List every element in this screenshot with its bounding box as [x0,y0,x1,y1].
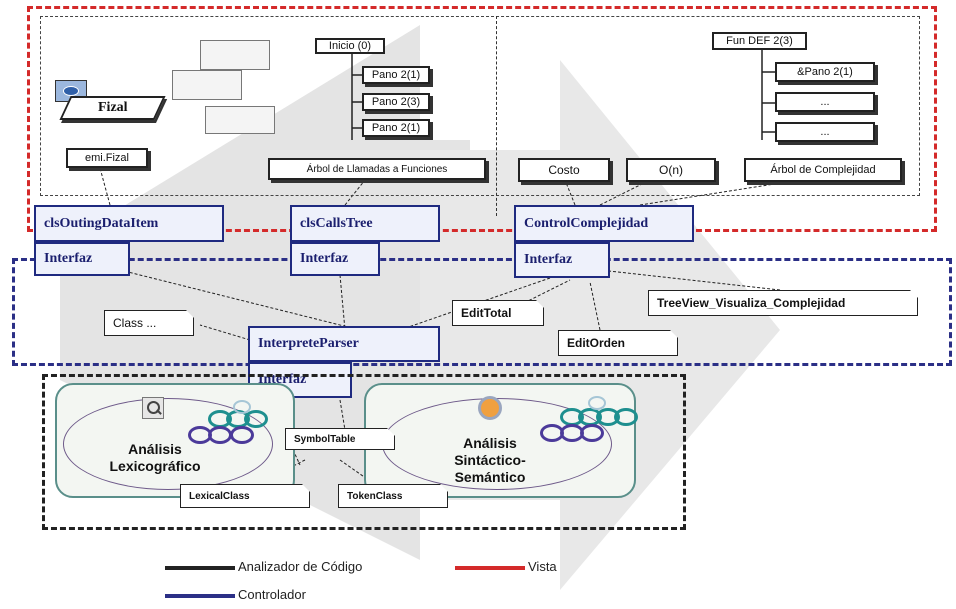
connector-line [599,269,781,291]
connector-line [519,279,571,306]
symbol-table-note: SymbolTable [285,428,395,450]
connector-line [339,399,346,431]
connector-line [99,167,111,206]
connector-line [339,274,346,331]
connector-line [199,324,251,341]
eye-icon [63,86,79,96]
tree2-root-box: Fun DEF 2(3) [712,32,807,50]
lexico-ellipse [63,398,273,490]
token-class-note: TokenClass [338,484,448,508]
emi-fizal-box: emi.Fizal [66,148,148,168]
legend-line-analizador [165,566,235,570]
edit-total-note: EditTotal [452,300,544,326]
lexical-class-note: LexicalClass [180,484,310,508]
legend-line-controlador [165,594,235,598]
cls-calls-interfaz: Interfaz [290,242,380,276]
chain-rings-icon [540,396,640,448]
lexico-title: Análisis Lexicográfico [109,441,201,474]
form-thumbnail [205,106,275,134]
tree-child-box: Pano 2(3) [362,93,430,111]
edit-orden-note: EditOrden [558,330,678,356]
vista-inner-dashed [40,16,920,196]
control-complejidad: ControlComplejidad [514,205,694,242]
cls-outing-dataitem: clsOutingDataItem [34,205,224,242]
calls-tree-caption: Árbol de Llamadas a Funciones [268,158,486,180]
analizador-region [42,374,686,530]
costo-box: Costo [518,158,610,182]
orden-box: O(n) [626,158,716,182]
sintactico-title: Análisis Sintáctico-Semántico [454,434,526,485]
cls-calls-tree: clsCallsTree [290,205,440,242]
tree2-child-box: &Pano 2(1) [775,62,875,82]
connector-line [589,281,601,331]
connector-line [599,179,651,206]
connector-line [344,179,366,206]
legend-label-controlador: Controlador [238,587,306,602]
control-interfaz: Interfaz [514,242,610,278]
magnifier-icon [142,397,164,419]
class-note: Class ... [104,310,194,336]
tree2-child-box: ... [775,122,875,142]
legend-label-analizador: Analizador de Código [238,559,363,574]
tree-root-box: Inicio (0) [315,38,385,54]
controlador-region [12,258,952,366]
connector-line [564,179,576,206]
vista-region [27,6,937,232]
tree-child-box: Pano 2(1) [362,66,430,84]
connector-line [639,179,801,206]
tree-child-box: Pano 2(1) [362,119,430,137]
form-thumbnail [200,40,270,70]
cls-outing-interfaz: Interfaz [34,242,130,276]
legend-label-vista: Vista [528,559,557,574]
gear-icon [478,396,502,420]
interprete-parser: InterpreteParser [248,326,440,362]
connector-line [399,277,551,331]
arbol-complejidad-box: Árbol de Complejidad [744,158,902,182]
connector-line [119,269,361,331]
fizal-box: Fizal [59,96,166,120]
chain-rings-icon [188,400,283,448]
form-thumbnail [172,70,242,100]
vista-divider [496,16,497,216]
treeview-note: TreeView_Visualiza_Complejidad [648,290,918,316]
legend-line-vista [455,566,525,570]
tree2-child-box: ... [775,92,875,112]
